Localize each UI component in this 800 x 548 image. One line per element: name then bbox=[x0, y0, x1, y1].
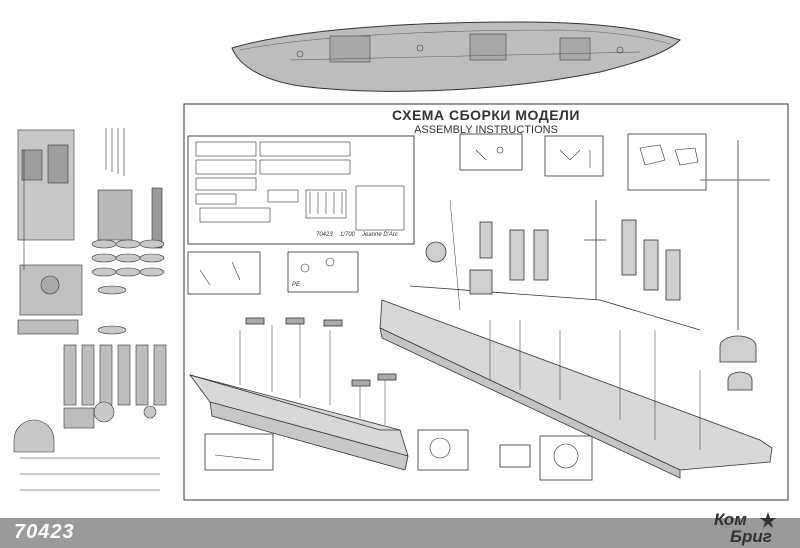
fret-ship-name-label: Jeanne D'Arc bbox=[362, 232, 398, 238]
pe-callout-label: PE bbox=[292, 282, 301, 288]
photoetch-fret bbox=[187, 135, 415, 245]
inset-sketches bbox=[199, 144, 699, 469]
kit-number: 70423 bbox=[14, 521, 75, 543]
sprue-parts-area bbox=[13, 128, 167, 491]
hull-top-view bbox=[231, 21, 681, 92]
assembly-frame bbox=[183, 103, 789, 501]
fret-code-label: 70423 bbox=[316, 232, 333, 238]
title-russian: СХЕМА СБОРКИ МОДЕЛИ bbox=[392, 107, 580, 123]
title-english: ASSEMBLY INSTRUCTIONS bbox=[414, 124, 558, 136]
brand-logo-line2: Бриг bbox=[730, 527, 772, 546]
brand-logo: Ком Бриг bbox=[708, 510, 792, 548]
hull-lower-exploded bbox=[189, 317, 409, 471]
star-icon bbox=[760, 512, 776, 528]
footer-bar bbox=[0, 518, 800, 548]
detail-insets bbox=[187, 133, 707, 481]
instructions-title: СХЕМА СБОРКИ МОДЕЛИ ASSEMBLY INSTRUCTION… bbox=[184, 108, 788, 136]
brand-logo-line1: Ком bbox=[714, 510, 747, 529]
fret-scale-label: 1/700 bbox=[340, 232, 356, 238]
hull-upper-exploded bbox=[379, 140, 773, 479]
